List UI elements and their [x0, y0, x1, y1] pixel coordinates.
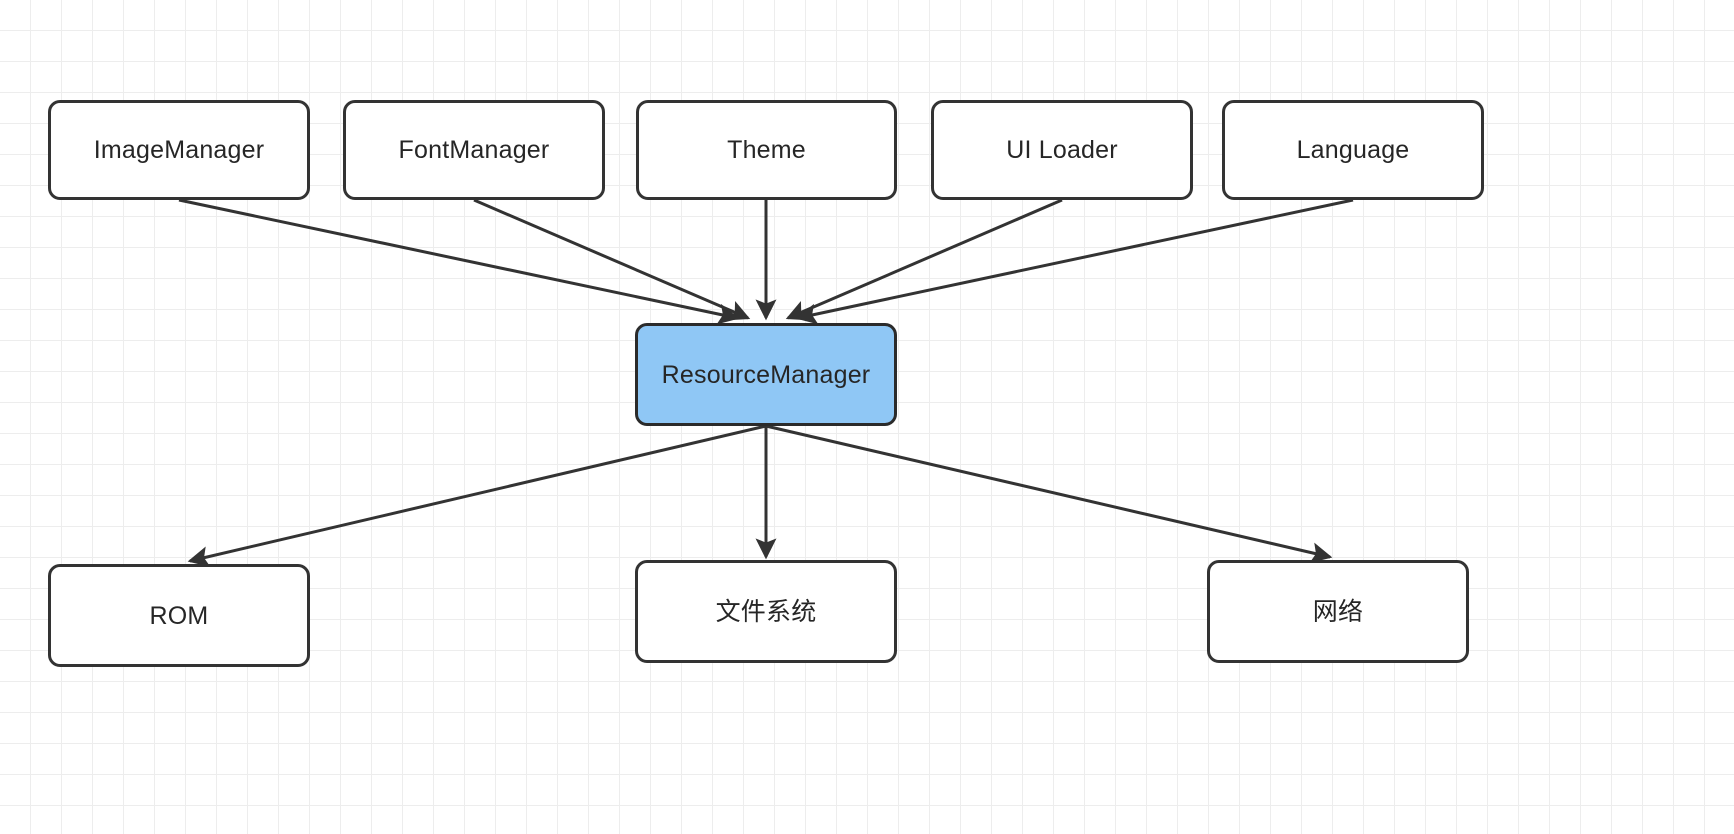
node-label-file-system: 文件系统 — [715, 597, 817, 626]
node-font-manager[interactable]: FontManager — [343, 100, 605, 200]
node-file-system[interactable]: 文件系统 — [635, 560, 897, 663]
edge-language-to-resource-manager — [795, 198, 1354, 325]
node-language[interactable]: Language — [1222, 100, 1484, 200]
node-label-resource-manager: ResourceManager — [661, 360, 871, 389]
node-theme[interactable]: Theme — [636, 100, 897, 200]
edge-image-manager-to-resource-manager — [178, 198, 740, 325]
node-label-network: 网络 — [1312, 597, 1364, 626]
node-label-ui-loader: UI Loader — [1006, 136, 1118, 164]
node-label-font-manager: FontManager — [398, 136, 550, 164]
node-label-language: Language — [1296, 136, 1410, 164]
edge-resource-manager-to-network — [765, 424, 1333, 564]
node-network[interactable]: 网络 — [1207, 560, 1469, 663]
node-rom[interactable]: ROM — [48, 564, 310, 667]
node-resource-manager[interactable]: ResourceManager — [635, 323, 897, 426]
node-image-manager[interactable]: ImageManager — [48, 100, 310, 200]
edge-resource-manager-to-rom — [187, 424, 767, 567]
node-ui-loader[interactable]: UI Loader — [931, 100, 1193, 200]
edge-font-manager-to-resource-manager — [473, 198, 751, 321]
node-label-theme: Theme — [727, 136, 806, 164]
node-label-image-manager: ImageManager — [93, 136, 265, 164]
edge-ui-loader-to-resource-manager — [785, 198, 1063, 321]
node-label-rom: ROM — [149, 601, 209, 630]
